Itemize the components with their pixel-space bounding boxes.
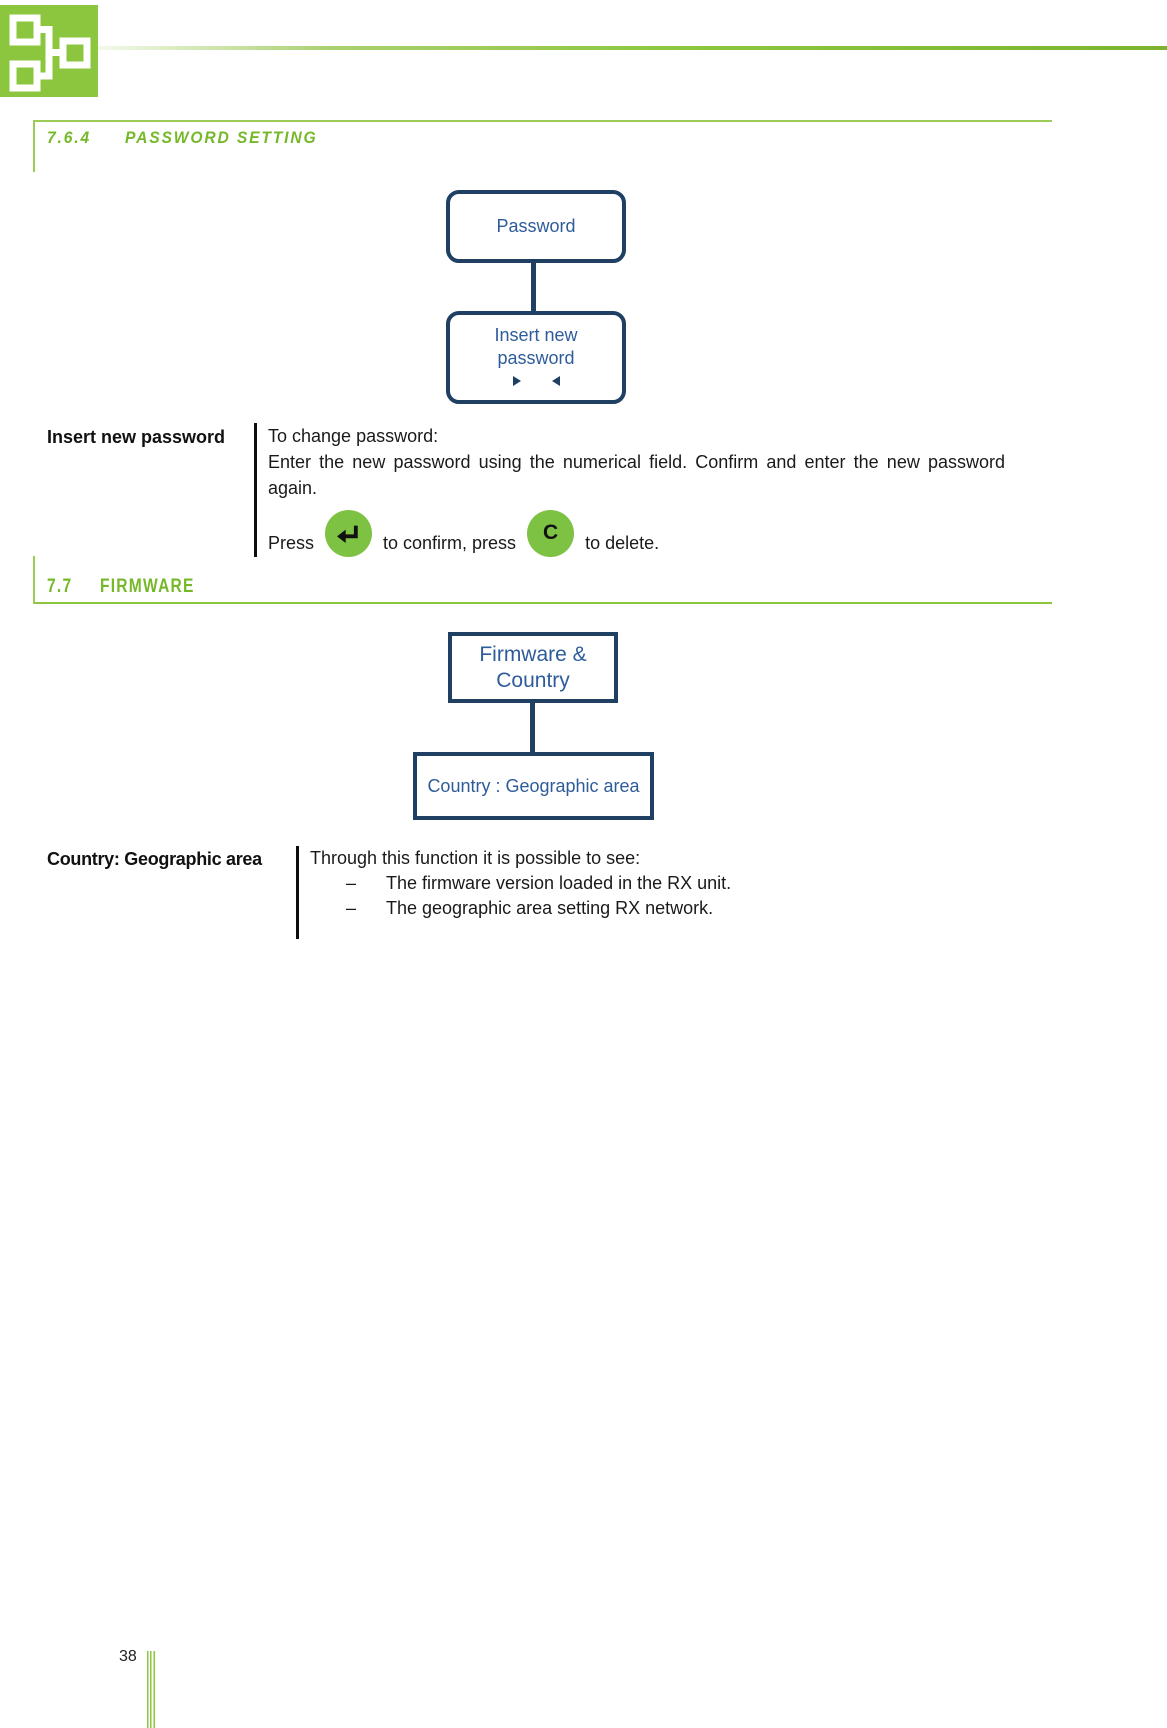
clear-key-icon: C bbox=[527, 510, 575, 557]
key-instruction-row: Press to confirm, press C to delete. bbox=[268, 510, 1005, 557]
flowchart-logo-icon bbox=[9, 14, 91, 92]
list-item-text: The geographic area setting RX network. bbox=[386, 898, 714, 918]
company-logo bbox=[0, 5, 98, 97]
bullet-dash: – bbox=[346, 898, 357, 918]
bullet-dash: – bbox=[346, 873, 357, 893]
footer-rule bbox=[147, 1651, 155, 1728]
flowchart-node-insert-new-password: Insert new password bbox=[446, 311, 626, 404]
description-line: To change password: bbox=[268, 426, 439, 446]
flowchart-node-firmware-country: Firmware & Country bbox=[448, 632, 618, 703]
definition-term: Insert new password bbox=[47, 427, 226, 447]
arrow-right-icon bbox=[512, 376, 521, 386]
description-paragraph: Enter the new password using the numeric… bbox=[268, 452, 1005, 498]
enter-key-icon bbox=[325, 510, 373, 557]
flowchart-node-label-line2: Country bbox=[496, 668, 570, 692]
flowchart-node-label: Country : Geographic area bbox=[427, 775, 640, 796]
header-rule bbox=[98, 46, 1167, 50]
definition-description: Through this function it is possible to … bbox=[310, 846, 1036, 921]
section-number: 7.6.4 bbox=[47, 128, 91, 147]
list-item: – The geographic area setting RX network… bbox=[310, 896, 1036, 921]
confirm-text: to confirm, press bbox=[383, 533, 517, 553]
flowchart-node-label-line2: password bbox=[497, 348, 575, 368]
flowchart-node-label-line1: Insert new bbox=[494, 325, 578, 345]
description-line: Through this function it is possible to … bbox=[310, 848, 641, 868]
section-title: FIRMWARE bbox=[99, 576, 195, 597]
flowchart-connector bbox=[530, 701, 535, 753]
section-heading-password-setting: 7.6.4 PASSWORD SETTING bbox=[33, 120, 1052, 172]
list-item: – The firmware version loaded in the RX … bbox=[310, 871, 1036, 896]
section-heading-firmware: 7.7 FIRMWARE bbox=[33, 556, 1052, 604]
flowchart-connector bbox=[531, 261, 536, 313]
definition-description: To change password: Enter the new passwo… bbox=[268, 423, 1005, 557]
press-text: Press bbox=[268, 533, 315, 553]
clear-key-label: C bbox=[542, 521, 559, 544]
page-number: 38 bbox=[119, 1648, 137, 1665]
flowchart-node-country-geographic-area: Country : Geographic area bbox=[413, 752, 654, 820]
definition-term: Country: Geographic area bbox=[47, 849, 262, 869]
definition-divider bbox=[296, 846, 299, 939]
flowchart-node-label: Password bbox=[496, 216, 576, 236]
section-number: 7.7 bbox=[47, 576, 73, 597]
scroll-arrows bbox=[512, 376, 560, 386]
delete-text: to delete. bbox=[585, 533, 660, 553]
flowchart-node-password: Password bbox=[446, 190, 626, 263]
arrow-left-icon bbox=[551, 376, 560, 386]
flowchart-node-label-line1: Firmware & bbox=[479, 642, 587, 666]
definition-divider bbox=[254, 423, 257, 557]
return-arrow-icon bbox=[337, 525, 358, 543]
section-title: PASSWORD SETTING bbox=[125, 128, 318, 147]
list-item-text: The firmware version loaded in the RX un… bbox=[386, 873, 732, 893]
